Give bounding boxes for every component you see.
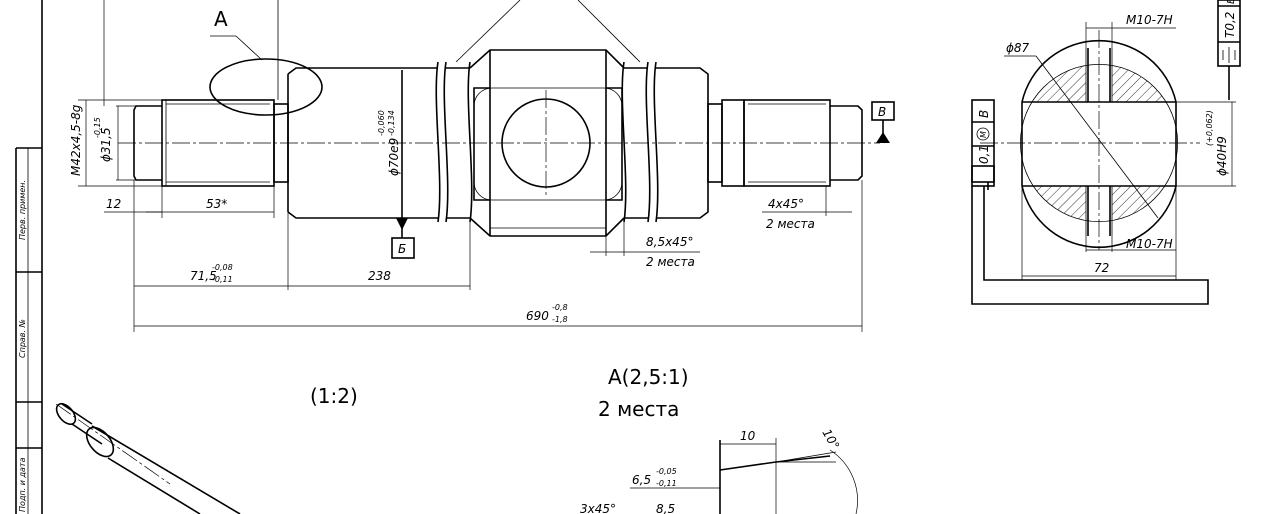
dim-len12: 12 bbox=[106, 197, 121, 211]
dim-chamfer-85-note: 2 места bbox=[646, 255, 695, 269]
left-frame-stamp: Перв. примен. Справ. № Подп. и дата bbox=[15, 0, 43, 514]
dim-len690: 690 bbox=[526, 309, 549, 323]
stamp-sprav-no: Справ. № bbox=[18, 319, 27, 358]
tol-pos-base: В bbox=[977, 110, 991, 118]
dim-m10-top: M10-7H bbox=[1126, 13, 1173, 27]
datum-b-arrow bbox=[396, 218, 408, 230]
dim-len71-tol-lo: -0,11 bbox=[212, 275, 233, 284]
view-a-callout bbox=[209, 58, 323, 116]
det-angle: 10° bbox=[819, 427, 842, 452]
dim-dia31: ϕ31,5 bbox=[99, 127, 113, 162]
datum-b-label: Б bbox=[398, 242, 406, 256]
detail-subtitle: 2 места bbox=[598, 397, 679, 421]
dim-len690-tol-up: -0,8 bbox=[552, 303, 568, 312]
dim-thread: M42x4,5-8g bbox=[69, 104, 83, 176]
dim-hole40: ϕ40H9 bbox=[1215, 136, 1229, 176]
dim-len690-tol-lo: -1,8 bbox=[552, 315, 568, 324]
tol-pos-val: 0,1 bbox=[977, 145, 991, 164]
section-view: ϕ87 M10-7H M10-7H 72 ϕ40H9 (+0,062) В M … bbox=[971, 0, 1241, 305]
tol-sym-base: Б bbox=[1226, 0, 1237, 4]
det-len10: 10 bbox=[740, 429, 756, 443]
detail-title: A(2,5:1) bbox=[608, 365, 689, 389]
dim-len238: 238 bbox=[368, 269, 391, 283]
tol-pos-m: M bbox=[979, 131, 988, 138]
dim-dia87: ϕ87 bbox=[1006, 41, 1030, 55]
scale-label: (1:2) bbox=[310, 384, 358, 408]
det-len65: 6,5 bbox=[632, 473, 651, 487]
dim-dia70-tol-up: -0,060 bbox=[377, 110, 386, 136]
det-len65-tol-up: -0,05 bbox=[656, 467, 677, 476]
view-a-label: A bbox=[214, 7, 228, 31]
tol-position-frame bbox=[971, 99, 995, 183]
datum-v-triangle bbox=[876, 132, 890, 143]
det-len65-tol-lo: -0,11 bbox=[656, 479, 677, 488]
datum-b-box bbox=[391, 237, 415, 259]
dim-dia31-tol: -0,15 bbox=[93, 117, 102, 138]
stamp-perv-primen: Перв. примен. bbox=[18, 180, 27, 240]
tol-sym-val: T0,2 bbox=[1223, 12, 1237, 38]
dim-len72: 72 bbox=[1094, 261, 1109, 275]
stamp-podp-data: Подп. и дата bbox=[18, 457, 27, 512]
shaft-main-view: В Б A M42x4,5-8g ϕ31,5 -0,15 ϕ70e9 -0,06… bbox=[69, 0, 895, 332]
det-len85: 8,5 bbox=[656, 502, 675, 514]
dim-chamfer-4: 4x45° bbox=[768, 197, 804, 211]
dim-chamfer-4-note: 2 места bbox=[766, 217, 815, 231]
datum-v-label: В bbox=[878, 105, 886, 119]
dim-m10-bot: M10-7H bbox=[1126, 237, 1173, 251]
detail-view-a: A(2,5:1) 2 места 10 10° 6,5 -0,05 -0,11 … bbox=[580, 365, 858, 514]
dim-len53: 53* bbox=[206, 197, 227, 211]
dim-dia70: ϕ70e9 bbox=[387, 138, 401, 176]
det-chamfer-3: 3x45° bbox=[580, 502, 616, 514]
dim-len71: 71,5 bbox=[190, 269, 217, 283]
dim-dia70-tol-lo: -0,134 bbox=[387, 110, 396, 136]
isometric-view bbox=[55, 402, 241, 514]
dim-len71-tol-up: -0,08 bbox=[212, 263, 233, 272]
dim-chamfer-85: 8,5x45° bbox=[646, 235, 693, 249]
dim-hole40-tol: (+0,062) bbox=[1205, 110, 1214, 146]
